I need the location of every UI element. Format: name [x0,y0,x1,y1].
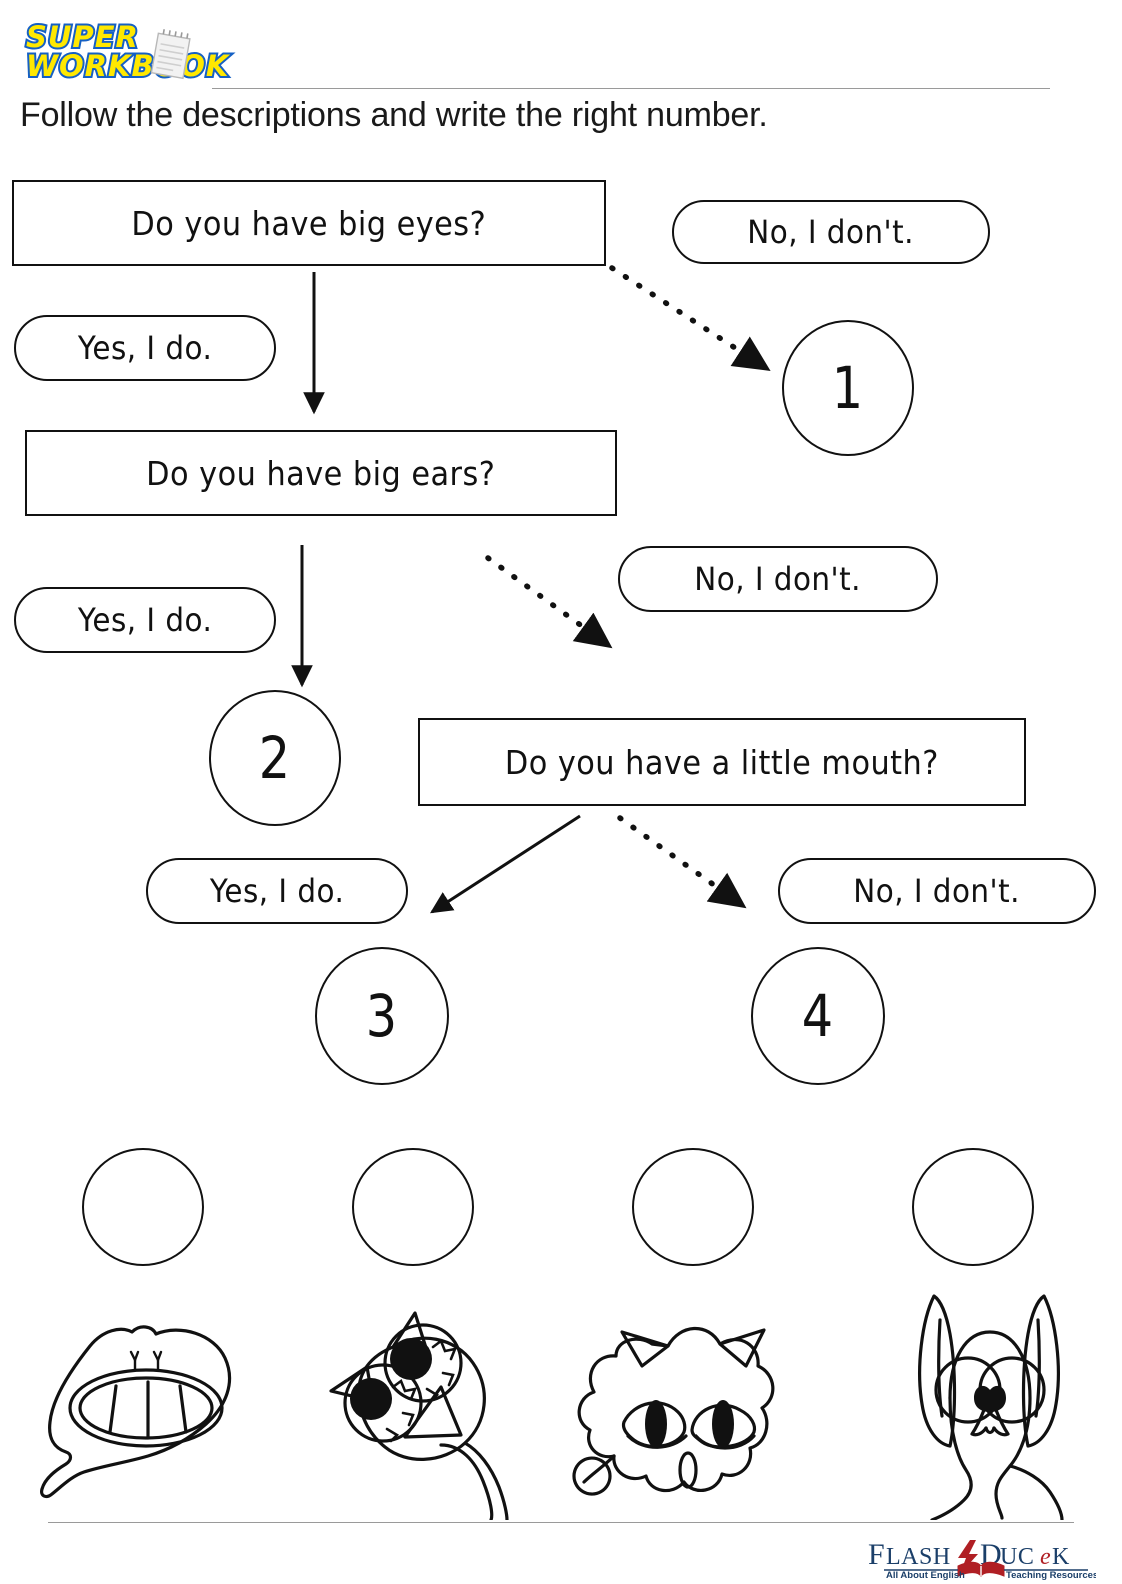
answer-text: Yes, I do. [77,601,213,639]
svg-text:UC: UC [1000,1544,1034,1570]
super-workbook-logo: SUPER WORKBOOK [24,20,236,96]
outcome-number: 4 [802,982,834,1050]
question-box-big-eyes[interactable]: Do you have big eyes? [12,180,606,266]
svg-text:e: e [1040,1544,1051,1570]
monster-bat-big-ears [918,1294,1064,1520]
outcome-number: 3 [366,982,398,1050]
question-text: Do you have big ears? [146,453,496,493]
outcome-number: 2 [259,724,291,792]
logo-line-workbook: WORKBOOK [24,48,230,83]
question-text: Do you have a little mouth? [505,742,939,782]
outcome-circle-4[interactable]: 4 [751,947,885,1085]
answer-circle-monster-2[interactable] [352,1148,474,1266]
monster-fluffy-big-eyes [572,1326,775,1496]
svg-text:LASH: LASH [886,1544,951,1570]
logo-line-super: SUPER [24,20,140,54]
monster-blob-big-mouth [40,1325,232,1499]
outcome-circle-3[interactable]: 3 [315,947,449,1085]
arrow-q3-yes [429,814,581,914]
question-text: Do you have big eyes? [131,203,487,243]
outcome-number: 1 [832,354,864,422]
answer-pill-no-2[interactable]: No, I don't. [618,546,938,612]
monster-cat-big-eyes [329,1311,509,1520]
page-title: Follow the descriptions and write the ri… [20,96,768,134]
footer-tagline-left: All About English [886,1570,965,1580]
answer-text: No, I don't. [747,213,915,251]
arrow-q3-no [617,815,747,909]
flashduck-logo: F LASH D UC e K All About English Teachi… [868,1538,1096,1580]
answer-circle-monster-1[interactable] [82,1148,204,1266]
outcome-circle-2[interactable]: 2 [209,690,341,826]
answer-pill-no-1[interactable]: No, I don't. [672,200,990,264]
answer-circle-monster-3[interactable] [632,1148,754,1266]
arrow-q2-no [485,555,613,649]
outcome-circle-1[interactable]: 1 [782,320,914,456]
footer-tagline-right: Teaching Resources [1006,1570,1096,1580]
answer-text: No, I don't. [853,872,1021,910]
notepad-icon [150,29,191,80]
header-divider [212,88,1050,89]
arrow-q1-no [609,265,771,371]
answer-pill-yes-2[interactable]: Yes, I do. [14,587,276,653]
footer-divider [48,1522,1074,1523]
question-box-big-ears[interactable]: Do you have big ears? [25,430,617,516]
question-box-little-mouth[interactable]: Do you have a little mouth? [418,718,1026,806]
answer-text: Yes, I do. [209,872,345,910]
answer-pill-no-3[interactable]: No, I don't. [778,858,1096,924]
answer-pill-yes-1[interactable]: Yes, I do. [14,315,276,381]
footer-logo-flash-text: F [868,1538,885,1571]
svg-text:K: K [1052,1544,1070,1570]
answer-text: Yes, I do. [77,329,213,367]
answer-text: No, I don't. [694,560,862,598]
answer-circle-monster-4[interactable] [912,1148,1034,1266]
answer-pill-yes-3[interactable]: Yes, I do. [146,858,408,924]
